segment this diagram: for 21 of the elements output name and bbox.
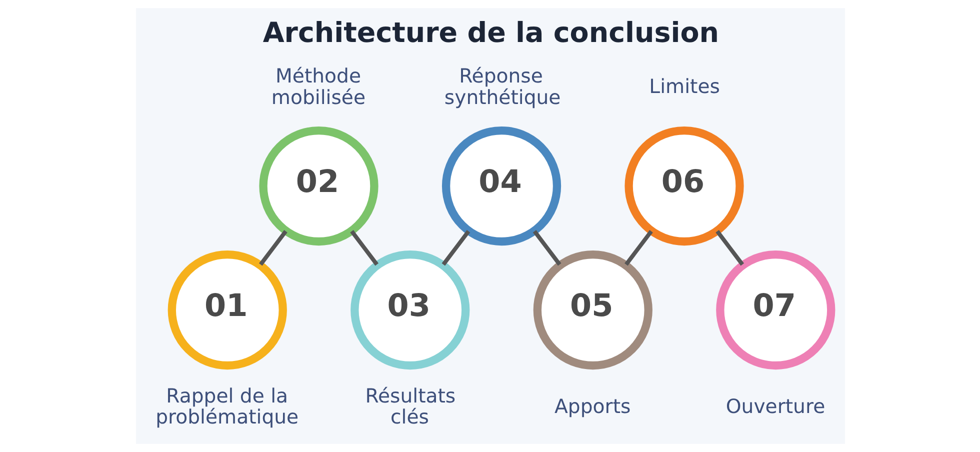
node-circle: 01 — [167, 250, 286, 370]
node-label: Limites — [648, 75, 720, 98]
node-circle: 05 — [532, 250, 652, 370]
node-label: Ouverture — [725, 395, 825, 418]
node-label: Apports — [554, 395, 630, 418]
node-label: Rappel de la problématique — [155, 384, 298, 429]
node-circle: 02 — [258, 126, 378, 246]
node-label: Méthode mobilisée — [270, 64, 366, 109]
connector — [441, 230, 470, 266]
node-label: Réponse synthétique — [444, 64, 560, 109]
connector — [532, 230, 561, 266]
diagram-title: Architecture de la conclusion — [262, 16, 719, 49]
node-circle: 07 — [716, 250, 835, 370]
connector — [715, 230, 744, 266]
connector — [350, 230, 378, 266]
node-circle: 04 — [441, 126, 561, 246]
connector — [258, 230, 287, 266]
connector — [624, 230, 652, 266]
node-circle: 03 — [350, 250, 470, 370]
node-circle: 06 — [624, 126, 744, 246]
node-label: Résultats clés — [364, 384, 456, 429]
